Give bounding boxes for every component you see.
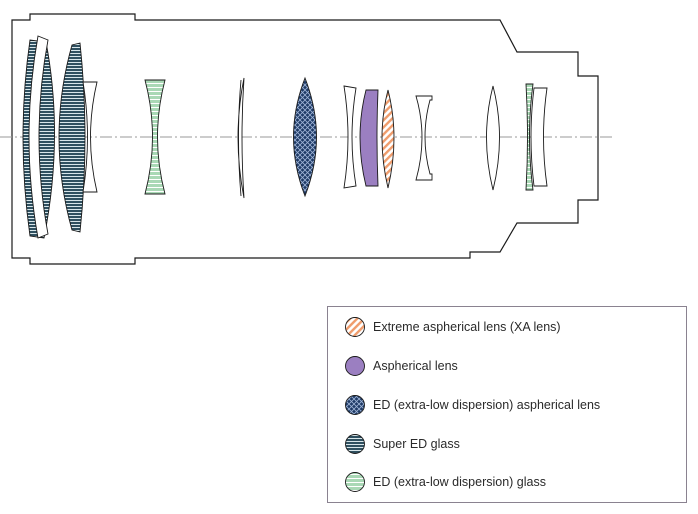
- meniscus-lens-1: [237, 77, 245, 199]
- convex-lens-1: [486, 85, 500, 191]
- legend-item-aspherical: Aspherical lens: [344, 355, 458, 377]
- aspherical-lens: [359, 89, 379, 187]
- diagonal-hatch-orange-icon: [345, 317, 365, 337]
- lens-barrel-outline: [11, 13, 599, 265]
- ed-aspherical-lens: [293, 76, 317, 198]
- legend-label-super-ed: Super ED glass: [373, 437, 460, 451]
- concave-lens-3: [415, 95, 433, 181]
- legend-label-xa: Extreme aspherical lens (XA lens): [373, 320, 561, 334]
- horizontal-hatch-green-icon: [345, 472, 365, 492]
- crosshatch-navy-icon: [345, 395, 365, 415]
- legend-item-xa: Extreme aspherical lens (XA lens): [344, 316, 561, 338]
- legend-item-ed-aspherical: ED (extra-low dispersion) aspherical len…: [344, 394, 600, 416]
- horizontal-hatch-dark-teal-icon: [345, 434, 365, 454]
- legend-item-super-ed: Super ED glass: [344, 433, 460, 455]
- ed-lens-2: [525, 83, 534, 191]
- xa-lens: [381, 89, 395, 189]
- concave-lens-2: [343, 85, 357, 189]
- legend-box: Extreme aspherical lens (XA lens) Aspher…: [327, 306, 687, 503]
- rear-meniscus-lens: [530, 87, 548, 187]
- concave-lens-1: [82, 81, 98, 193]
- ed-lens-1: [144, 79, 166, 195]
- solid-purple-icon: [345, 356, 365, 376]
- super-ed-lens-2: [58, 42, 86, 233]
- legend-label-aspherical: Aspherical lens: [373, 359, 458, 373]
- legend-label-ed: ED (extra-low dispersion) glass: [373, 475, 546, 489]
- front-meniscus-lens: [28, 35, 49, 239]
- legend-item-ed: ED (extra-low dispersion) glass: [344, 471, 546, 493]
- legend-label-ed-aspherical: ED (extra-low dispersion) aspherical len…: [373, 398, 601, 412]
- lens-cross-section-diagram: [0, 13, 615, 265]
